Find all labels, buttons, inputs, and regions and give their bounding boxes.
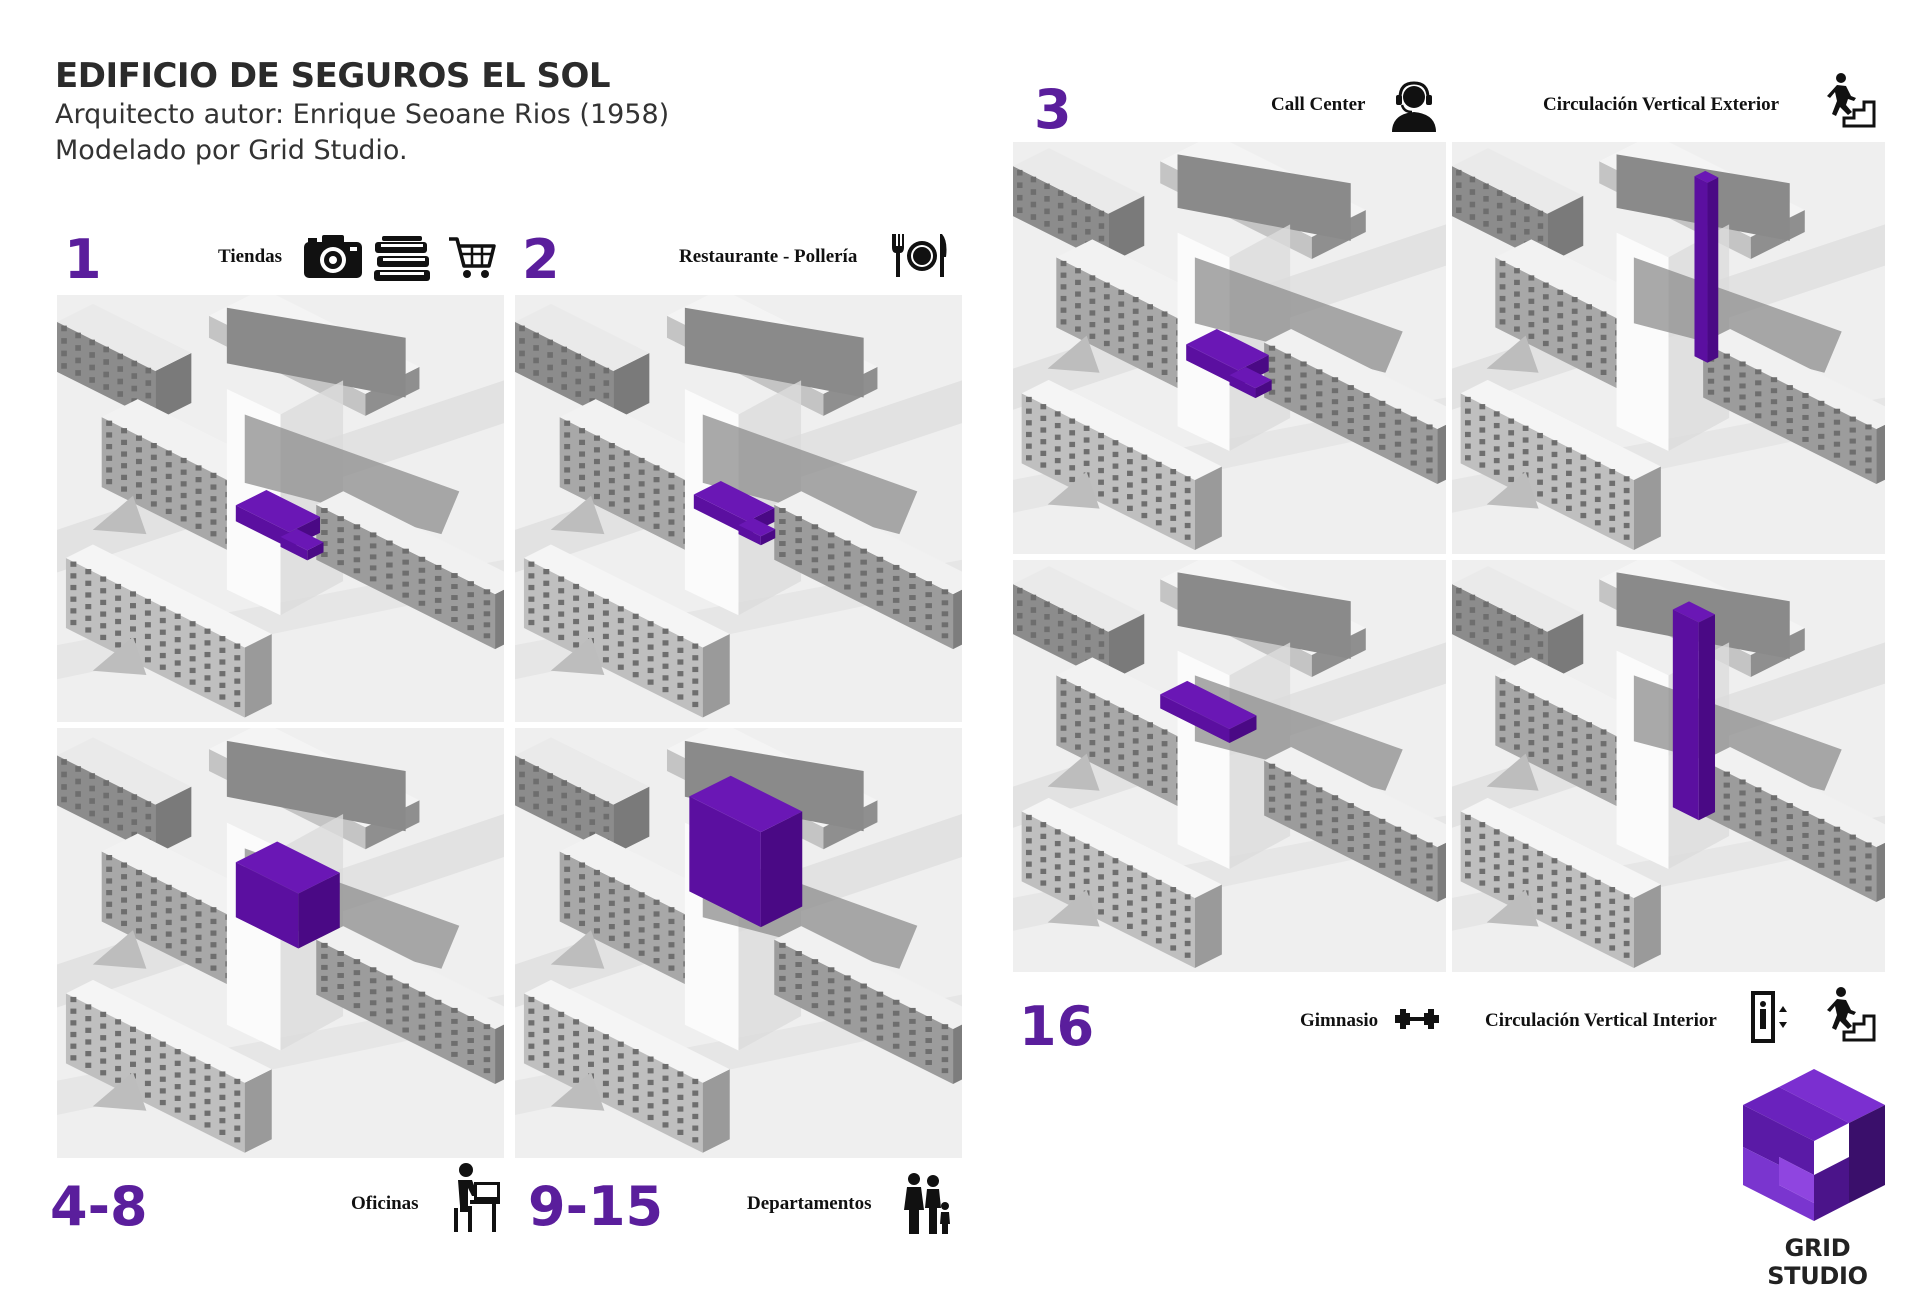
axonometric-panel-floor-4-8 [57, 728, 504, 1158]
floor-number-16: 16 [1019, 995, 1095, 1058]
city-model-render [1013, 142, 1446, 554]
front-block-left [65, 979, 272, 1153]
facade-windows [321, 942, 491, 1074]
facade-windows [321, 508, 491, 639]
floor-number-1: 1 [64, 228, 102, 291]
axonometric-panel-floor-16-circulation [1452, 560, 1885, 972]
page-title: EDIFICIO DE SEGUROS EL SOL [55, 56, 611, 96]
facade-windows [1268, 763, 1433, 892]
label-departamentos: Departamentos [747, 1193, 872, 1214]
fork-plate-knife-icon [888, 231, 950, 279]
facade-windows [1707, 345, 1872, 474]
axonometric-panel-floor-2 [515, 295, 962, 722]
label-circulacion-exterior: Circulación Vertical Exterior [1543, 94, 1780, 115]
row-building-right [1264, 746, 1446, 903]
city-model-render [515, 295, 962, 722]
person-at-desk-icon [452, 1162, 502, 1234]
label-oficinas: Oficinas [351, 1193, 419, 1214]
front-block-left [1460, 797, 1661, 968]
highlighted-floor-volume [689, 775, 803, 928]
family-icon [902, 1172, 952, 1236]
highlighted-floor-volume [1694, 170, 1719, 363]
architect-credit: Arquitecto autor: Enrique Seoane Rios (1… [55, 99, 670, 130]
person-climbing-stairs-icon [1822, 72, 1878, 128]
facade-windows [70, 561, 241, 708]
city-model-render [1452, 142, 1885, 554]
grid-studio-cube-icon [1739, 1065, 1900, 1230]
axonometric-panel-floor-3-circulation [1452, 142, 1885, 554]
axonometric-panel-floor-1 [57, 295, 504, 722]
label-circulacion-interior: Circulación Vertical Interior [1485, 1010, 1717, 1031]
modeled-by-credit: Modelado por Grid Studio. [55, 135, 408, 166]
label-restaurante: Restaurante - Pollería [679, 246, 858, 267]
historic-building [515, 303, 650, 422]
books-icon [372, 234, 432, 282]
city-model-render [1452, 560, 1885, 972]
logo-text: GRID STUDIO [1767, 1234, 1868, 1290]
shopping-cart-icon [447, 234, 497, 280]
historic-building [1452, 148, 1584, 264]
facade-windows [519, 759, 610, 845]
camera-icon [302, 232, 364, 280]
city-model-render [57, 295, 504, 722]
facade-windows [519, 325, 610, 411]
dumbbell-icon [1393, 1006, 1441, 1032]
row-building-right [1264, 328, 1446, 485]
historic-building [57, 737, 192, 855]
facade-windows [1025, 814, 1191, 958]
front-block-left [1021, 797, 1222, 968]
city-model-render [57, 728, 504, 1158]
row-building-right [316, 491, 504, 650]
floor-number-9-15: 9-15 [528, 1175, 664, 1238]
label-gimnasio: Gimnasio [1300, 1010, 1379, 1031]
historic-building [57, 303, 192, 422]
row-building-right [1703, 328, 1885, 485]
highlighted-floor-volume [1186, 329, 1272, 399]
front-block-left [1021, 379, 1222, 550]
front-block-left [1460, 379, 1661, 550]
highlighted-floor-volume [235, 841, 340, 949]
row-building-right [774, 491, 962, 650]
label-call-center: Call Center [1271, 94, 1366, 115]
person-climbing-stairs-icon [1822, 986, 1878, 1042]
axonometric-panel-floor-9-15 [515, 728, 962, 1158]
historic-building [1013, 148, 1145, 264]
axonometric-panel-floor-3-call-center [1013, 142, 1446, 554]
axonometric-panel-floor-16-gym [1013, 560, 1446, 972]
facade-windows [70, 996, 241, 1143]
label-tiendas: Tiendas [218, 246, 283, 267]
highlighted-floor-volume [1672, 601, 1716, 821]
front-block-left [523, 544, 730, 718]
row-building-right [316, 926, 504, 1084]
highlighted-floor-volume [1160, 680, 1257, 743]
front-block-left [523, 979, 730, 1153]
city-model-render [1013, 560, 1446, 972]
headset-operator-icon [1390, 80, 1438, 132]
historic-building [515, 737, 650, 855]
floor-number-2: 2 [522, 228, 560, 291]
facade-windows [1499, 678, 1621, 801]
highlighted-floor-volume [235, 490, 324, 561]
floor-number-4-8: 4-8 [50, 1175, 148, 1238]
row-building-right [774, 926, 962, 1084]
row-building-right [1703, 746, 1885, 903]
city-model-render [515, 728, 962, 1158]
floor-number-3: 3 [1034, 78, 1072, 141]
front-block-left [65, 544, 272, 718]
elevator-icon [1750, 990, 1790, 1044]
highlighted-floor-volume [693, 481, 776, 546]
historic-building [1013, 566, 1145, 682]
header: EDIFICIO DE SEGUROS EL SOL Arquitecto au… [55, 55, 669, 169]
historic-building [1452, 566, 1584, 682]
grid-studio-logo: GRID STUDIO [1735, 1065, 1900, 1290]
facade-windows [779, 508, 949, 639]
facade-windows [1268, 345, 1433, 474]
facade-windows [564, 420, 690, 544]
facade-windows [779, 942, 949, 1074]
facade-windows [61, 759, 152, 845]
